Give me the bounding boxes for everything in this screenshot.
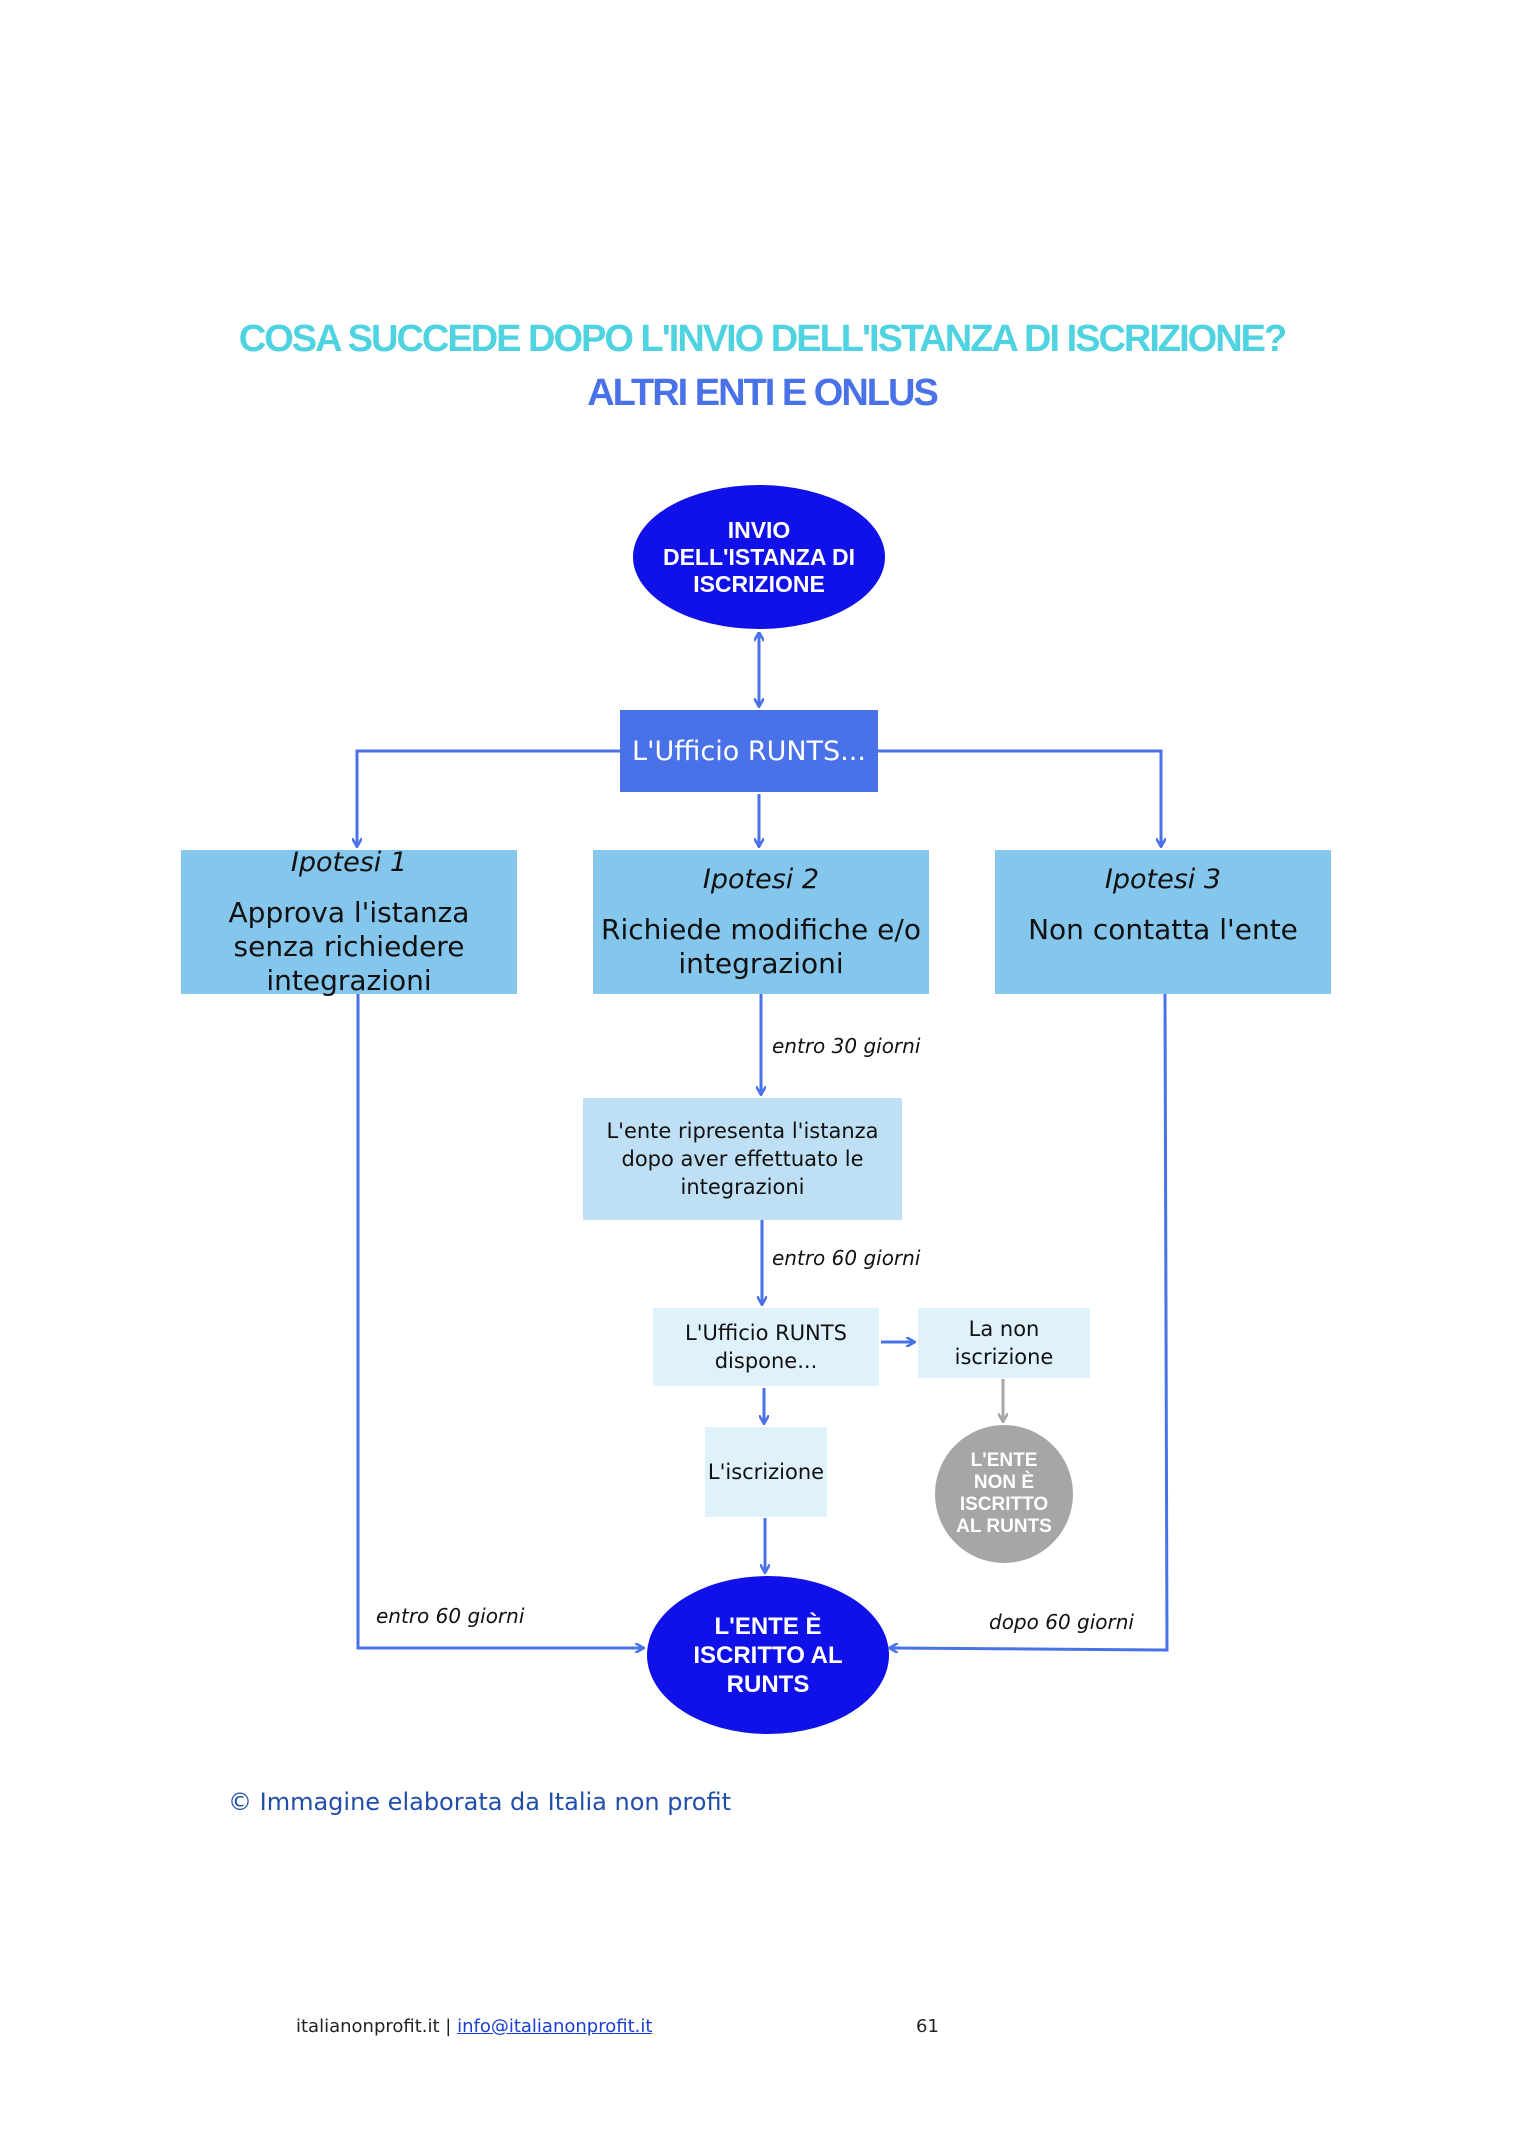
start-oval <box>633 485 885 629</box>
office-box <box>620 710 878 792</box>
registered-label: L'ENTE È ISCRITTO AL RUNTS <box>693 1612 843 1698</box>
office-node-label: L'Ufficio RUNTS... <box>632 735 866 767</box>
hypothesis-1-title: Ipotesi 1 <box>290 846 408 878</box>
arrow-h1-registered <box>356 994 643 1648</box>
hypothesis-3-title: Ipotesi 3 <box>1104 864 1222 895</box>
hypothesis-3-node: Ipotesi 3 Non contatta l'ente <box>995 850 1331 994</box>
not-registered-label: L'ENTE NON È ISCRITTO AL RUNTS <box>956 1450 1052 1537</box>
non-registration-node: La non iscrizione <box>918 1308 1090 1378</box>
registration-box <box>705 1427 827 1517</box>
office-node: L'Ufficio RUNTS... <box>620 710 878 792</box>
not-registered-circle <box>935 1425 1073 1563</box>
image-credit: © Immagine elaborata da Italia non profi… <box>228 1788 732 1816</box>
office-decides-box <box>653 1308 879 1386</box>
office-decides-label: L'Ufficio RUNTS dispone... <box>685 1321 847 1373</box>
title-line-2: ALTRI ENTI E ONLUS <box>587 372 939 414</box>
edge-label-within-60-days-left: entro 60 giorni <box>376 1604 525 1628</box>
non-registration-box <box>918 1308 1090 1378</box>
hypothesis-2-title: Ipotesi 2 <box>702 863 820 895</box>
page-number: 61 <box>916 2016 939 2037</box>
registration-label: L'iscrizione <box>707 1460 825 1484</box>
hypothesis-1-box <box>181 850 517 994</box>
hypothesis-3-box <box>995 850 1331 994</box>
registration-node: L'iscrizione <box>705 1427 827 1517</box>
arrow-office-h3 <box>878 749 1161 846</box>
not-registered-node: L'ENTE NON È ISCRITTO AL RUNTS <box>935 1425 1073 1563</box>
footer-email-link[interactable]: info@italianonprofit.it <box>457 2016 653 2037</box>
non-registration-label: La non iscrizione <box>954 1317 1054 1369</box>
registered-oval <box>647 1576 889 1734</box>
title-line-1: COSA SUCCEDE DOPO L'INVIO DELL'ISTANZA D… <box>238 318 1288 360</box>
edge-label-within-30-days: entro 30 giorni <box>772 1034 921 1058</box>
footer: italianonprofit.it | info@italianonprofi… <box>296 2016 652 2037</box>
start-node: INVIO DELL'ISTANZA DI ISCRIZIONE <box>633 500 885 614</box>
hypothesis-2-box <box>593 850 929 994</box>
registered-node: L'ENTE È ISCRITTO AL RUNTS <box>647 1576 889 1734</box>
edge-label-within-60-days-mid: entro 60 giorni <box>772 1246 921 1270</box>
edge-label-after-60-days: dopo 60 giorni <box>989 1610 1134 1634</box>
arrow-office-h1 <box>357 749 620 846</box>
hypothesis-2-node: Ipotesi 2 Richiede modifiche e/o integra… <box>593 850 929 994</box>
arrow-h3-registered <box>890 993 1169 1650</box>
hypothesis-2-text: Richiede modifiche e/o integrazioni <box>601 912 921 980</box>
start-node-label: INVIO DELL'ISTANZA DI ISCRIZIONE <box>662 516 855 597</box>
resubmit-node: L'ente ripresenta l'istanza dopo aver ef… <box>583 1098 902 1220</box>
hypothesis-1-node: Ipotesi 1 Approva l'istanza senza richie… <box>181 846 517 997</box>
office-decides-node: L'Ufficio RUNTS dispone... <box>653 1308 879 1386</box>
hypothesis-1-text: Approva l'istanza senza richiedere integ… <box>228 895 470 997</box>
footer-site: italianonprofit.it | <box>296 2016 458 2037</box>
hypothesis-3-text: Non contatta l'ente <box>1028 913 1298 946</box>
resubmit-label: L'ente ripresenta l'istanza dopo aver ef… <box>606 1119 879 1199</box>
resubmit-box <box>583 1098 902 1220</box>
